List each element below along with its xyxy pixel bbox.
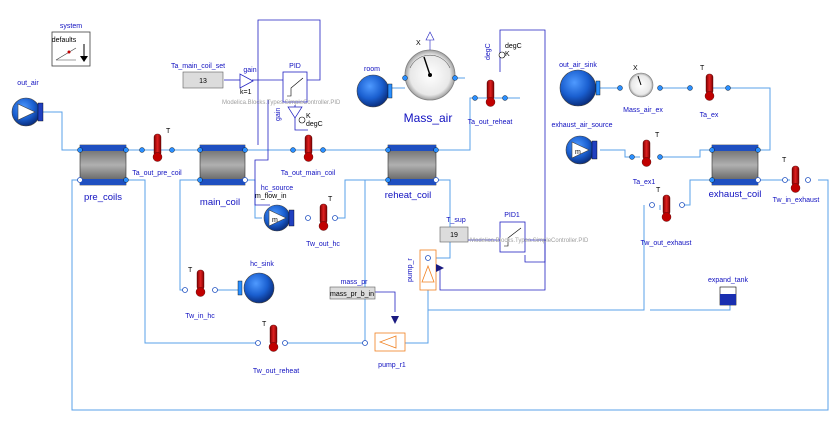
reheat-converter-k-label: K: [505, 51, 510, 58]
ta-main-coil-set-label: Ta_main_coil_set: [171, 63, 225, 70]
tw-out-exhaust-t-label: T: [656, 187, 661, 194]
t-sup-setpoint[interactable]: T_sup 19: [439, 217, 469, 243]
t-sup-value: 19: [450, 232, 458, 239]
ta-main-coil-set-value: 13: [199, 78, 207, 85]
mass-pr-input[interactable]: mass_pr mass_pr_b_in: [329, 279, 399, 324]
mass-air-ex-sensor[interactable]: X Mass_air_ex: [623, 65, 663, 114]
tw-in-exhaust-sensor[interactable]: T Tw_in_exhaust: [773, 157, 820, 204]
temperature-converter: K degC: [298, 113, 323, 128]
hc-sink-label: hc_sink: [250, 261, 274, 268]
mass-pr-label: mass_pr: [341, 279, 369, 286]
ta-ex1-t-label: T: [655, 132, 660, 139]
tw-out-hc-sensor[interactable]: T Tw_out_hc: [306, 196, 340, 248]
system-defaults-label: defaults: [52, 37, 77, 44]
mass-air-x-label: X: [416, 40, 421, 47]
pid1-class-label: Modelica.Blocks.Types.SimpleController.P…: [470, 238, 589, 244]
out-air-sink[interactable]: out_air_sink: [559, 62, 601, 107]
exhaust-air-source-label: exhaust_air_source: [551, 122, 612, 129]
pump-r1[interactable]: pump_r1: [374, 332, 406, 369]
room-volume[interactable]: room: [356, 66, 393, 108]
tw-out-reheat-t-label: T: [262, 321, 267, 328]
ta-ex1-sensor[interactable]: T Ta_ex1: [633, 132, 660, 186]
ta-out-pre-coil-t-label: T: [166, 128, 171, 135]
pump-r-label: pump_r: [407, 258, 414, 282]
pid-class-label: Modelica.Blocks.Types.SimpleController.P…: [222, 100, 341, 106]
main-coil[interactable]: main_coil: [197, 144, 248, 208]
mass-air-ex-label: Mass_air_ex: [623, 107, 663, 114]
gain-block[interactable]: gain k=1: [239, 67, 257, 96]
hc-source[interactable]: hc_source m m_flow_in: [255, 185, 295, 232]
ta-main-coil-set[interactable]: Ta_main_coil_set 13: [171, 63, 225, 89]
reheat-converter-label: degC: [485, 43, 492, 60]
tw-out-hc-label: Tw_out_hc: [306, 241, 340, 248]
mass-pr-value: mass_pr_b_in: [330, 291, 374, 298]
expand-tank-label: expand_tank: [708, 277, 749, 284]
reheat-coil-label: reheat_coil: [385, 190, 431, 201]
converter-degc-label: degC: [306, 121, 323, 128]
mass-air-label: Mass_air: [404, 111, 453, 125]
gain-k-label: k=1: [240, 89, 252, 96]
tw-out-exhaust-label: Tw_out_exhaust: [641, 240, 692, 247]
converter-k-label: K: [306, 113, 311, 120]
pid1-label: PID1: [504, 212, 520, 219]
exhaust-air-source[interactable]: exhaust_air_source m: [551, 122, 613, 165]
pump-r1-label: pump_r1: [378, 362, 406, 369]
system-block[interactable]: system defaults: [51, 23, 91, 67]
t-sup-label: T_sup: [446, 217, 466, 224]
ta-out-reheat-sensor[interactable]: Ta_out_reheat K degC degC: [468, 43, 522, 126]
tw-out-exhaust-sensor[interactable]: T Tw_out_exhaust: [641, 187, 692, 247]
tw-out-reheat-label: Tw_out_reheat: [253, 368, 299, 375]
ta-ex-t-label: T: [700, 65, 705, 72]
gain1-label: gain: [275, 108, 282, 121]
tw-in-exhaust-t-label: T: [782, 157, 787, 164]
expand-tank[interactable]: expand_tank: [708, 277, 749, 306]
hc-source-label: hc_source: [261, 185, 293, 192]
gain-label: gain: [243, 67, 256, 74]
exhaust-coil[interactable]: exhaust_coil: [709, 144, 762, 200]
tw-out-reheat-sensor[interactable]: T Tw_out_reheat: [253, 321, 299, 375]
tw-in-hc-sensor[interactable]: T Tw_in_hc: [185, 267, 215, 320]
main-coil-label: main_coil: [200, 197, 240, 208]
mass-air-sensor[interactable]: X Mass_air: [402, 31, 458, 125]
fluid-connections: [42, 77, 829, 411]
ta-out-pre-coil-label: Ta_out_pre_coil: [132, 170, 182, 177]
tw-in-hc-t-label: T: [188, 267, 193, 274]
pid-controller[interactable]: PID Modelica.Blocks.Types.SimpleControll…: [222, 63, 341, 106]
ta-out-main-coil-label: Ta_out_main_coil: [281, 170, 336, 177]
pre-coils[interactable]: pre_coils: [77, 144, 129, 203]
hc-source-mflow-label: m_flow_in: [255, 193, 287, 200]
pid1-controller[interactable]: PID1 Modelica.Blocks.Types.SimpleControl…: [470, 212, 589, 253]
system-label: system: [60, 23, 82, 30]
tw-out-hc-t-label: T: [328, 196, 333, 203]
mass-air-ex-x-label: X: [633, 65, 638, 72]
ta-out-main-coil-sensor[interactable]: Ta_out_main_coil: [281, 134, 336, 177]
signal-connections: [224, 19, 546, 312]
hc-sink[interactable]: hc_sink: [237, 261, 274, 304]
gravity-dot-icon: [67, 50, 71, 54]
out-air-source[interactable]: out_air: [11, 80, 44, 127]
connector-dots: [139, 85, 811, 346]
reheat-converter-degc-label: degC: [505, 43, 522, 50]
ta-out-pre-coil-sensor[interactable]: T Ta_out_pre_coil: [132, 128, 182, 177]
ta-ex-sensor[interactable]: T Ta_ex: [700, 65, 719, 119]
room-label: room: [364, 66, 380, 73]
tw-in-exhaust-label: Tw_in_exhaust: [773, 197, 820, 204]
ta-ex1-label: Ta_ex1: [633, 179, 656, 186]
ta-ex-label: Ta_ex: [700, 112, 719, 119]
out-air-sink-label: out_air_sink: [559, 62, 597, 69]
out-air-label: out_air: [17, 80, 39, 87]
hc-source-m-label: m: [272, 217, 278, 224]
pump-r[interactable]: pump_r: [407, 249, 444, 291]
tw-in-hc-label: Tw_in_hc: [185, 313, 215, 320]
ta-out-reheat-label: Ta_out_reheat: [468, 119, 513, 126]
reheat-coil[interactable]: reheat_coil: [385, 144, 439, 201]
exhaust-air-m-label: m: [575, 149, 581, 156]
pre-coils-label: pre_coils: [84, 192, 122, 203]
exhaust-coil-label: exhaust_coil: [709, 189, 762, 200]
gain1-block[interactable]: gain: [275, 106, 303, 121]
pid-label: PID: [289, 63, 301, 70]
